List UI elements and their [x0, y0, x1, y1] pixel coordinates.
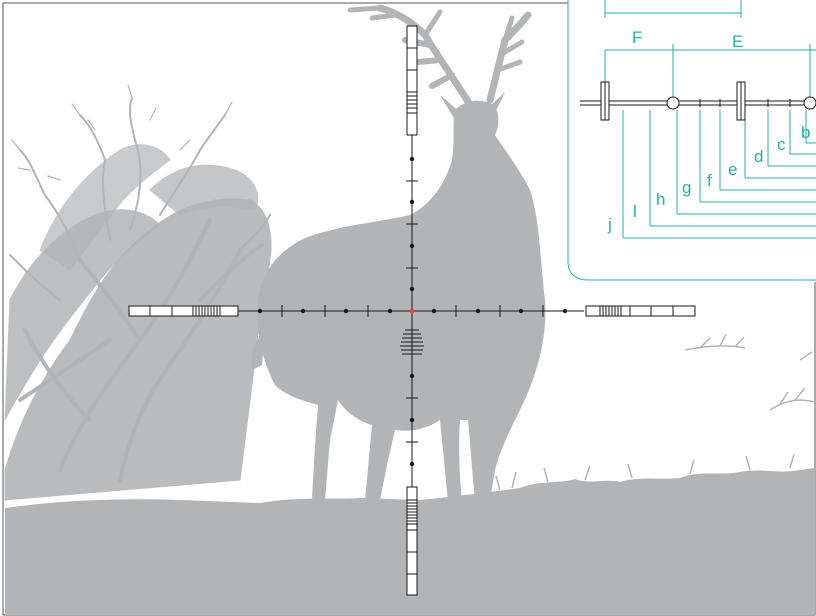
reticle-detail — [580, 81, 816, 121]
grass-tufts — [495, 453, 795, 491]
label-F: F — [632, 28, 642, 47]
tree-silhouette — [4, 84, 272, 501]
holdover-ladder — [400, 329, 424, 355]
inset-border — [567, 0, 816, 281]
label-e: e — [728, 160, 737, 179]
reticle-dots — [257, 156, 568, 467]
label-c: c — [777, 135, 786, 154]
horizontal-ticks — [281, 305, 544, 317]
right-post — [585, 305, 696, 317]
center-dot — [409, 308, 415, 314]
dimension-lines — [604, 0, 816, 239]
label-g: g — [682, 178, 691, 197]
label-E: E — [732, 32, 743, 51]
label-f: f — [707, 171, 712, 190]
dimension-inset: F E b c d e f g h l j — [567, 0, 816, 282]
bottom-post — [406, 486, 418, 596]
left-post — [128, 305, 239, 317]
vertical-ticks — [406, 180, 418, 443]
deer-silhouette — [251, 4, 546, 502]
label-j: j — [607, 215, 612, 234]
label-l: l — [633, 202, 637, 221]
top-post — [406, 25, 418, 136]
label-d: d — [754, 147, 763, 166]
label-h: h — [656, 190, 665, 209]
label-b: b — [801, 123, 810, 142]
distant-bush-silhouettes — [684, 333, 816, 411]
